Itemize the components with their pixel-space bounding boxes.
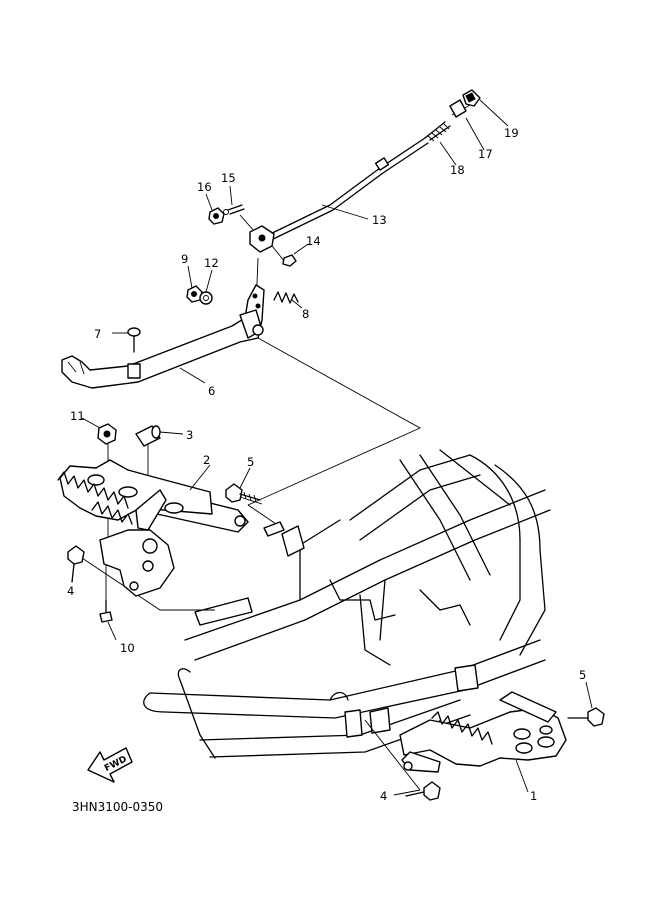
adjuster-sleeve: [449, 99, 467, 118]
rod-clevis: [249, 225, 275, 253]
pivot-pin: [135, 425, 161, 447]
clevis-pin: [263, 521, 305, 557]
callout-12: 12: [204, 256, 219, 270]
bolt-left: [67, 545, 85, 583]
callout-14: 14: [306, 234, 321, 248]
callout-5-upper: 5: [247, 455, 254, 469]
right-footrest: [399, 691, 567, 773]
callout-1: 1: [530, 789, 537, 803]
callout-4-left: 4: [67, 584, 74, 598]
wing-nut: [462, 89, 481, 107]
bolt-right: [567, 707, 605, 727]
rod-threaded-end: [424, 121, 451, 142]
left-footrest: [57, 459, 249, 597]
callout-11: 11: [70, 409, 85, 423]
cotter-pin: [223, 204, 245, 215]
callout-19: 19: [504, 126, 519, 140]
brake-rod: [261, 137, 429, 244]
clevis-nut: [208, 207, 225, 225]
callout-leaders: [81, 99, 593, 796]
callout-18: 18: [450, 163, 465, 177]
frame-assembly: [143, 449, 551, 759]
forward-direction-arrow: FWD: [87, 747, 133, 783]
footrest-nut: [97, 423, 117, 445]
bolt-lower-left: [99, 599, 113, 623]
leader-lines: [81, 104, 471, 791]
callout-5-right: 5: [579, 668, 586, 682]
callout-7: 7: [94, 327, 101, 341]
callout-9: 9: [181, 252, 188, 266]
callout-10: 10: [120, 641, 135, 655]
pedal-nut: [186, 285, 203, 303]
figure-code: 3HN3100-0350: [72, 800, 163, 814]
callout-16: 16: [197, 180, 212, 194]
pedal-washer: [199, 291, 213, 305]
callout-3: 3: [186, 428, 193, 442]
callout-numbers: 1 2 3 4 4 5 5 6 7 8 9 10 11 12 13 14 15 …: [67, 126, 586, 803]
bolt-upper: [225, 483, 261, 503]
callout-15: 15: [221, 171, 236, 185]
brake-pedal: [61, 284, 265, 389]
bolt-bottom-right: [405, 781, 441, 801]
callout-6: 6: [208, 384, 215, 398]
callout-2: 2: [203, 453, 210, 467]
callout-4-right: 4: [380, 789, 387, 803]
washer: [282, 254, 297, 267]
callout-13: 13: [372, 213, 387, 227]
pedal-screw: [127, 327, 141, 353]
callout-8: 8: [302, 307, 309, 321]
callout-17: 17: [478, 147, 493, 161]
return-spring: [273, 291, 299, 304]
